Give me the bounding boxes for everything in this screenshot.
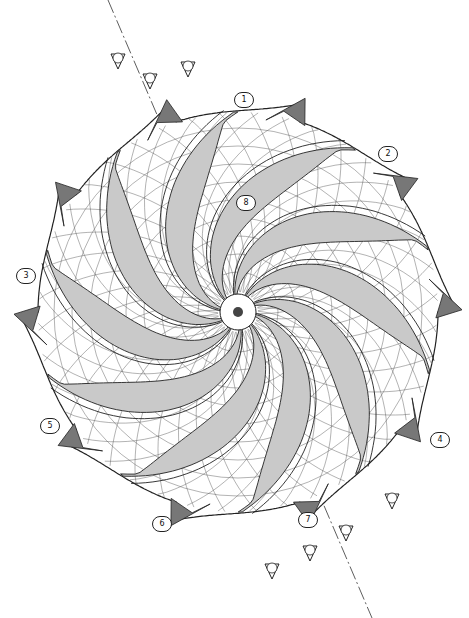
section-marker-circle xyxy=(145,73,155,83)
ridge-line xyxy=(252,313,316,513)
callout-number: 7 xyxy=(298,512,318,528)
mesh-ring xyxy=(72,146,404,478)
section-marker xyxy=(339,526,353,541)
petal-tip xyxy=(14,306,47,345)
section-marker-circle xyxy=(113,53,123,63)
petal-tips xyxy=(14,98,462,525)
section-marker-circle xyxy=(183,61,193,71)
petal-tip xyxy=(148,100,183,141)
callout-number: 3 xyxy=(16,268,36,284)
petal-tip xyxy=(56,182,82,226)
ridge-line xyxy=(160,111,224,311)
roof-outline xyxy=(19,103,457,521)
petal-tip xyxy=(395,398,421,442)
central-oculus xyxy=(220,294,256,330)
section-marker xyxy=(303,546,317,561)
spiral-band xyxy=(252,300,369,474)
section-marker-circle xyxy=(387,493,397,503)
spiral-bands xyxy=(42,111,434,514)
section-marker xyxy=(143,74,157,89)
section-markers xyxy=(111,53,399,579)
petal-tip xyxy=(171,498,210,525)
petal-tip xyxy=(266,98,305,125)
callout-number: 1 xyxy=(234,92,254,108)
center-point xyxy=(233,307,243,317)
section-marker-circle xyxy=(341,525,351,535)
section-marker xyxy=(265,564,279,579)
petal-tip xyxy=(429,279,462,318)
petal-tip xyxy=(58,424,103,451)
structural-mesh xyxy=(19,103,457,521)
callout-number: 2 xyxy=(378,146,398,162)
callout-number: 6 xyxy=(152,516,172,532)
ridge-line xyxy=(253,297,376,467)
callout-number: 5 xyxy=(40,418,60,434)
section-marker xyxy=(181,62,195,77)
section-marker xyxy=(111,54,125,69)
section-marker-circle xyxy=(267,563,277,573)
callout-number: 8 xyxy=(236,195,256,211)
section-marker-circle xyxy=(305,545,315,555)
petal-tip xyxy=(373,173,418,200)
section-marker xyxy=(385,494,399,509)
callout-number: 4 xyxy=(430,432,450,448)
